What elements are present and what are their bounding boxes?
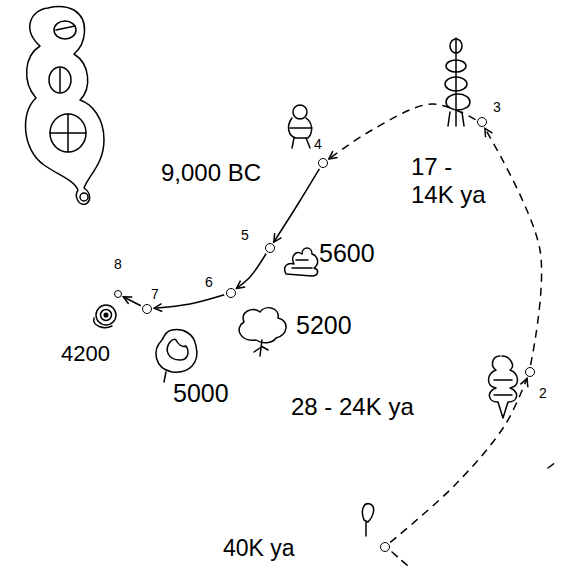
dashed-route [329,104,476,159]
stacked-figure [26,7,104,205]
site-circle: 55600 [265,243,275,253]
site-circle: 228 - 24K ya [525,367,535,377]
route-arrow [236,254,266,289]
date-label: 5600 [319,239,375,268]
site-circle: 75000 [142,304,152,314]
site-number: 8 [114,256,122,272]
site-number: 4 [314,136,322,152]
site-circle: 317 - 14K ya [477,117,487,127]
route-arrow [274,169,320,242]
site-circle: 84200 [114,290,122,298]
site-circle: 49,000 BC [318,158,328,168]
route-arrow [123,297,140,306]
site-circle: 40K ya [380,542,390,552]
dashed-route [485,128,542,365]
figurine-40k [362,504,373,536]
seated-figurine [289,105,312,148]
date-label: 5000 [173,379,229,408]
site-circle: 65200 [226,288,236,298]
date-label: 5200 [296,311,352,340]
date-label: 40K ya [223,535,295,561]
site-number: 3 [493,99,501,115]
site-number: 5 [241,227,249,243]
date-label: 4200 [61,341,110,366]
tree-5200 [239,308,286,356]
site-number: 2 [539,385,547,401]
date-label: 17 - 14K ya [411,153,495,208]
date-label: 28 - 24K ya [291,393,414,421]
route-arrow [154,295,224,308]
date-label: 9,000 BC [161,159,261,187]
mound-5600 [285,248,318,276]
vessel-5000 [156,330,197,382]
tall-figurine [445,38,470,126]
site-number: 7 [151,286,159,302]
spiral-4200 [94,305,116,328]
site-number: 6 [205,274,213,290]
trail-tail [392,462,556,566]
